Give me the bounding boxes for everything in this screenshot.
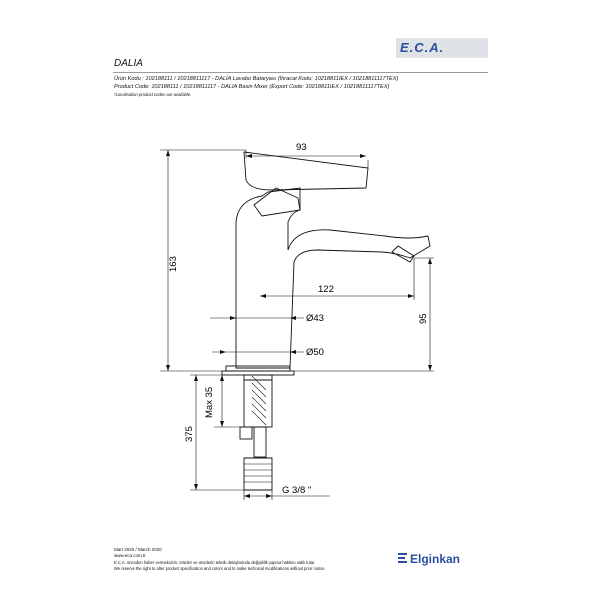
lever-handle <box>243 151 369 191</box>
label-375: 375 <box>184 426 195 442</box>
faucet-body-outline <box>235 187 431 369</box>
label-max35: Max 35 <box>204 387 215 418</box>
label-93: 93 <box>296 142 307 153</box>
elginkan-logo-text: Elginkan <box>410 552 461 566</box>
issue-date: Mart 2020 / March 2020 <box>114 547 162 552</box>
product-code-en: Product Code: 102188111 / 10218811117 - … <box>114 84 390 90</box>
logo-background <box>396 38 488 58</box>
dimension-arrows <box>166 150 432 498</box>
website-link[interactable]: www.eca.com.tr <box>114 553 146 558</box>
label-95: 95 <box>418 313 429 324</box>
label-thread: G 3/8 " <box>282 485 311 496</box>
shank-hatching <box>251 375 267 426</box>
product-code-tr: Ürün Kodu : 102188111 / 10218811117 - DA… <box>114 76 399 82</box>
mounting-shank <box>243 374 273 428</box>
eca-logo: E.C.A. <box>400 40 445 55</box>
lever-joint <box>253 187 301 217</box>
product-title: DALIA <box>114 58 143 69</box>
label-122: 122 <box>318 284 334 295</box>
label-d43: Ø43 <box>306 313 324 324</box>
localisation-note: *Localisation product codes are availabl… <box>114 92 192 97</box>
hose-fitting <box>243 457 273 491</box>
hose-left <box>239 426 253 440</box>
hose-right <box>253 426 267 458</box>
label-d50: Ø50 <box>306 347 324 358</box>
base-flange <box>221 370 295 376</box>
spout-outlet <box>391 245 415 263</box>
disclaimer-tr: E.C.A. önceden haber vermeksizin, ürünle… <box>114 560 316 565</box>
header-divider <box>113 72 488 73</box>
fitting-threads <box>244 463 272 483</box>
elginkan-logo-icon <box>398 553 407 563</box>
label-163: 163 <box>168 256 179 272</box>
disclaimer-en: We reserve the right to alter product sp… <box>114 566 326 571</box>
